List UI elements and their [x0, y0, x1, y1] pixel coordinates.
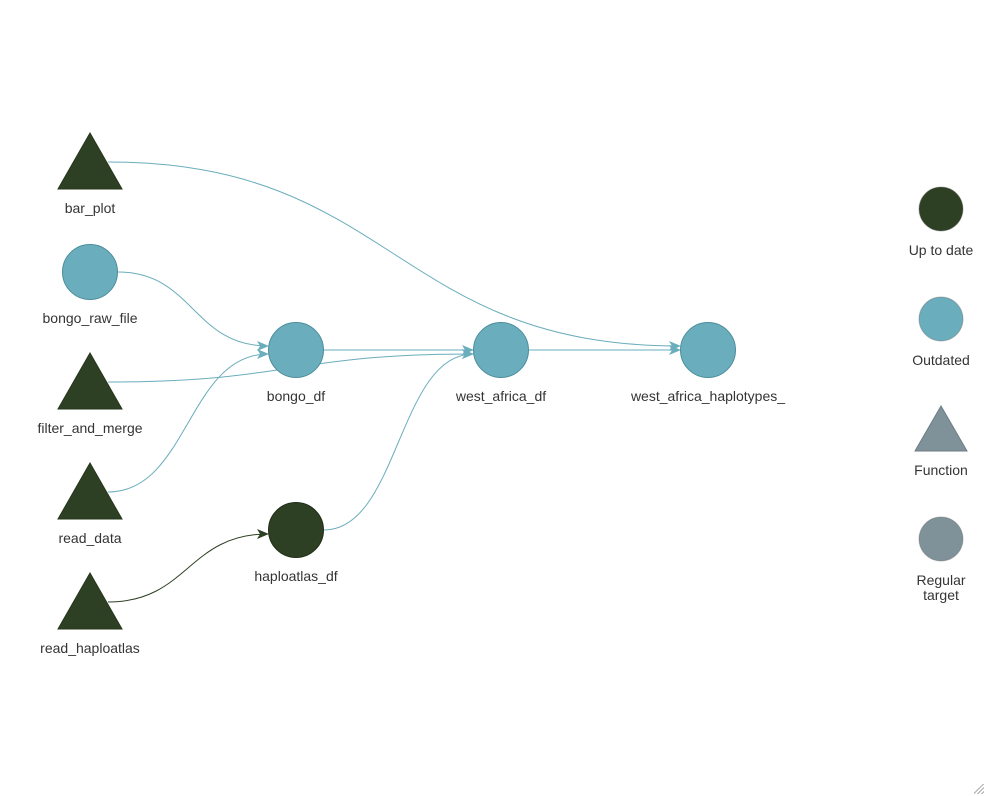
circle-icon [918, 296, 964, 342]
triangle-function-icon [57, 351, 123, 410]
node-label: west_africa_haplotypes_ [630, 388, 785, 404]
circle-target-icon [473, 322, 529, 378]
circle-icon [918, 516, 964, 562]
legend-label: Regular [916, 572, 965, 588]
node-filter_and_merge[interactable]: filter_and_merge [37, 351, 143, 436]
circle-target-icon [62, 244, 118, 300]
node-west_africa_haplotypes_[interactable]: west_africa_haplotypes_ [630, 322, 785, 405]
edge-haploatlas_df-to-west_africa_df[interactable] [323, 349, 474, 531]
legend-label: Function [914, 462, 968, 478]
node-read_data[interactable]: read_data [57, 461, 123, 546]
node-west_africa_df[interactable]: west_africa_df [455, 322, 546, 405]
triangle-icon [914, 405, 968, 452]
edge-bar_plot-to-west_africa_haplotypes_[interactable] [107, 161, 681, 351]
node-bongo_df[interactable]: bongo_df [267, 322, 326, 405]
legend-label: target [923, 587, 959, 603]
edge-read_haploatlas-to-haploatlas_df[interactable] [107, 529, 269, 603]
legend-item-up-to-date: Up to date [909, 186, 974, 258]
circle-target-icon [680, 322, 736, 378]
node-label: bongo_raw_file [43, 310, 138, 326]
circle-target-icon [268, 322, 324, 378]
circle-target-icon [268, 502, 324, 558]
legend-item-outdated: Outdated [912, 296, 970, 368]
node-read_haploatlas[interactable]: read_haploatlas [40, 571, 140, 656]
legend-item-function: Function [914, 405, 968, 478]
node-label: read_haploatlas [40, 640, 140, 656]
node-label: filter_and_merge [37, 420, 142, 436]
node-label: bongo_df [267, 388, 326, 404]
edge-bongo_raw_file-to-bongo_df[interactable] [117, 271, 269, 351]
triangle-function-icon [57, 571, 123, 630]
circle-icon [918, 186, 964, 232]
resize-handle[interactable] [974, 784, 984, 794]
legend-label: Up to date [909, 242, 974, 258]
triangle-function-icon [57, 461, 123, 520]
node-haploatlas_df[interactable]: haploatlas_df [254, 502, 338, 585]
node-label: haploatlas_df [254, 568, 337, 584]
triangle-function-icon [57, 131, 123, 190]
node-bongo_raw_file[interactable]: bongo_raw_file [43, 244, 138, 327]
node-label: bar_plot [65, 200, 116, 216]
legend-label: Outdated [912, 352, 970, 368]
node-label: west_africa_df [455, 388, 546, 404]
node-label: read_data [58, 530, 121, 546]
node-bar_plot[interactable]: bar_plot [57, 131, 123, 216]
edge-read_data-to-bongo_df[interactable] [107, 349, 269, 493]
